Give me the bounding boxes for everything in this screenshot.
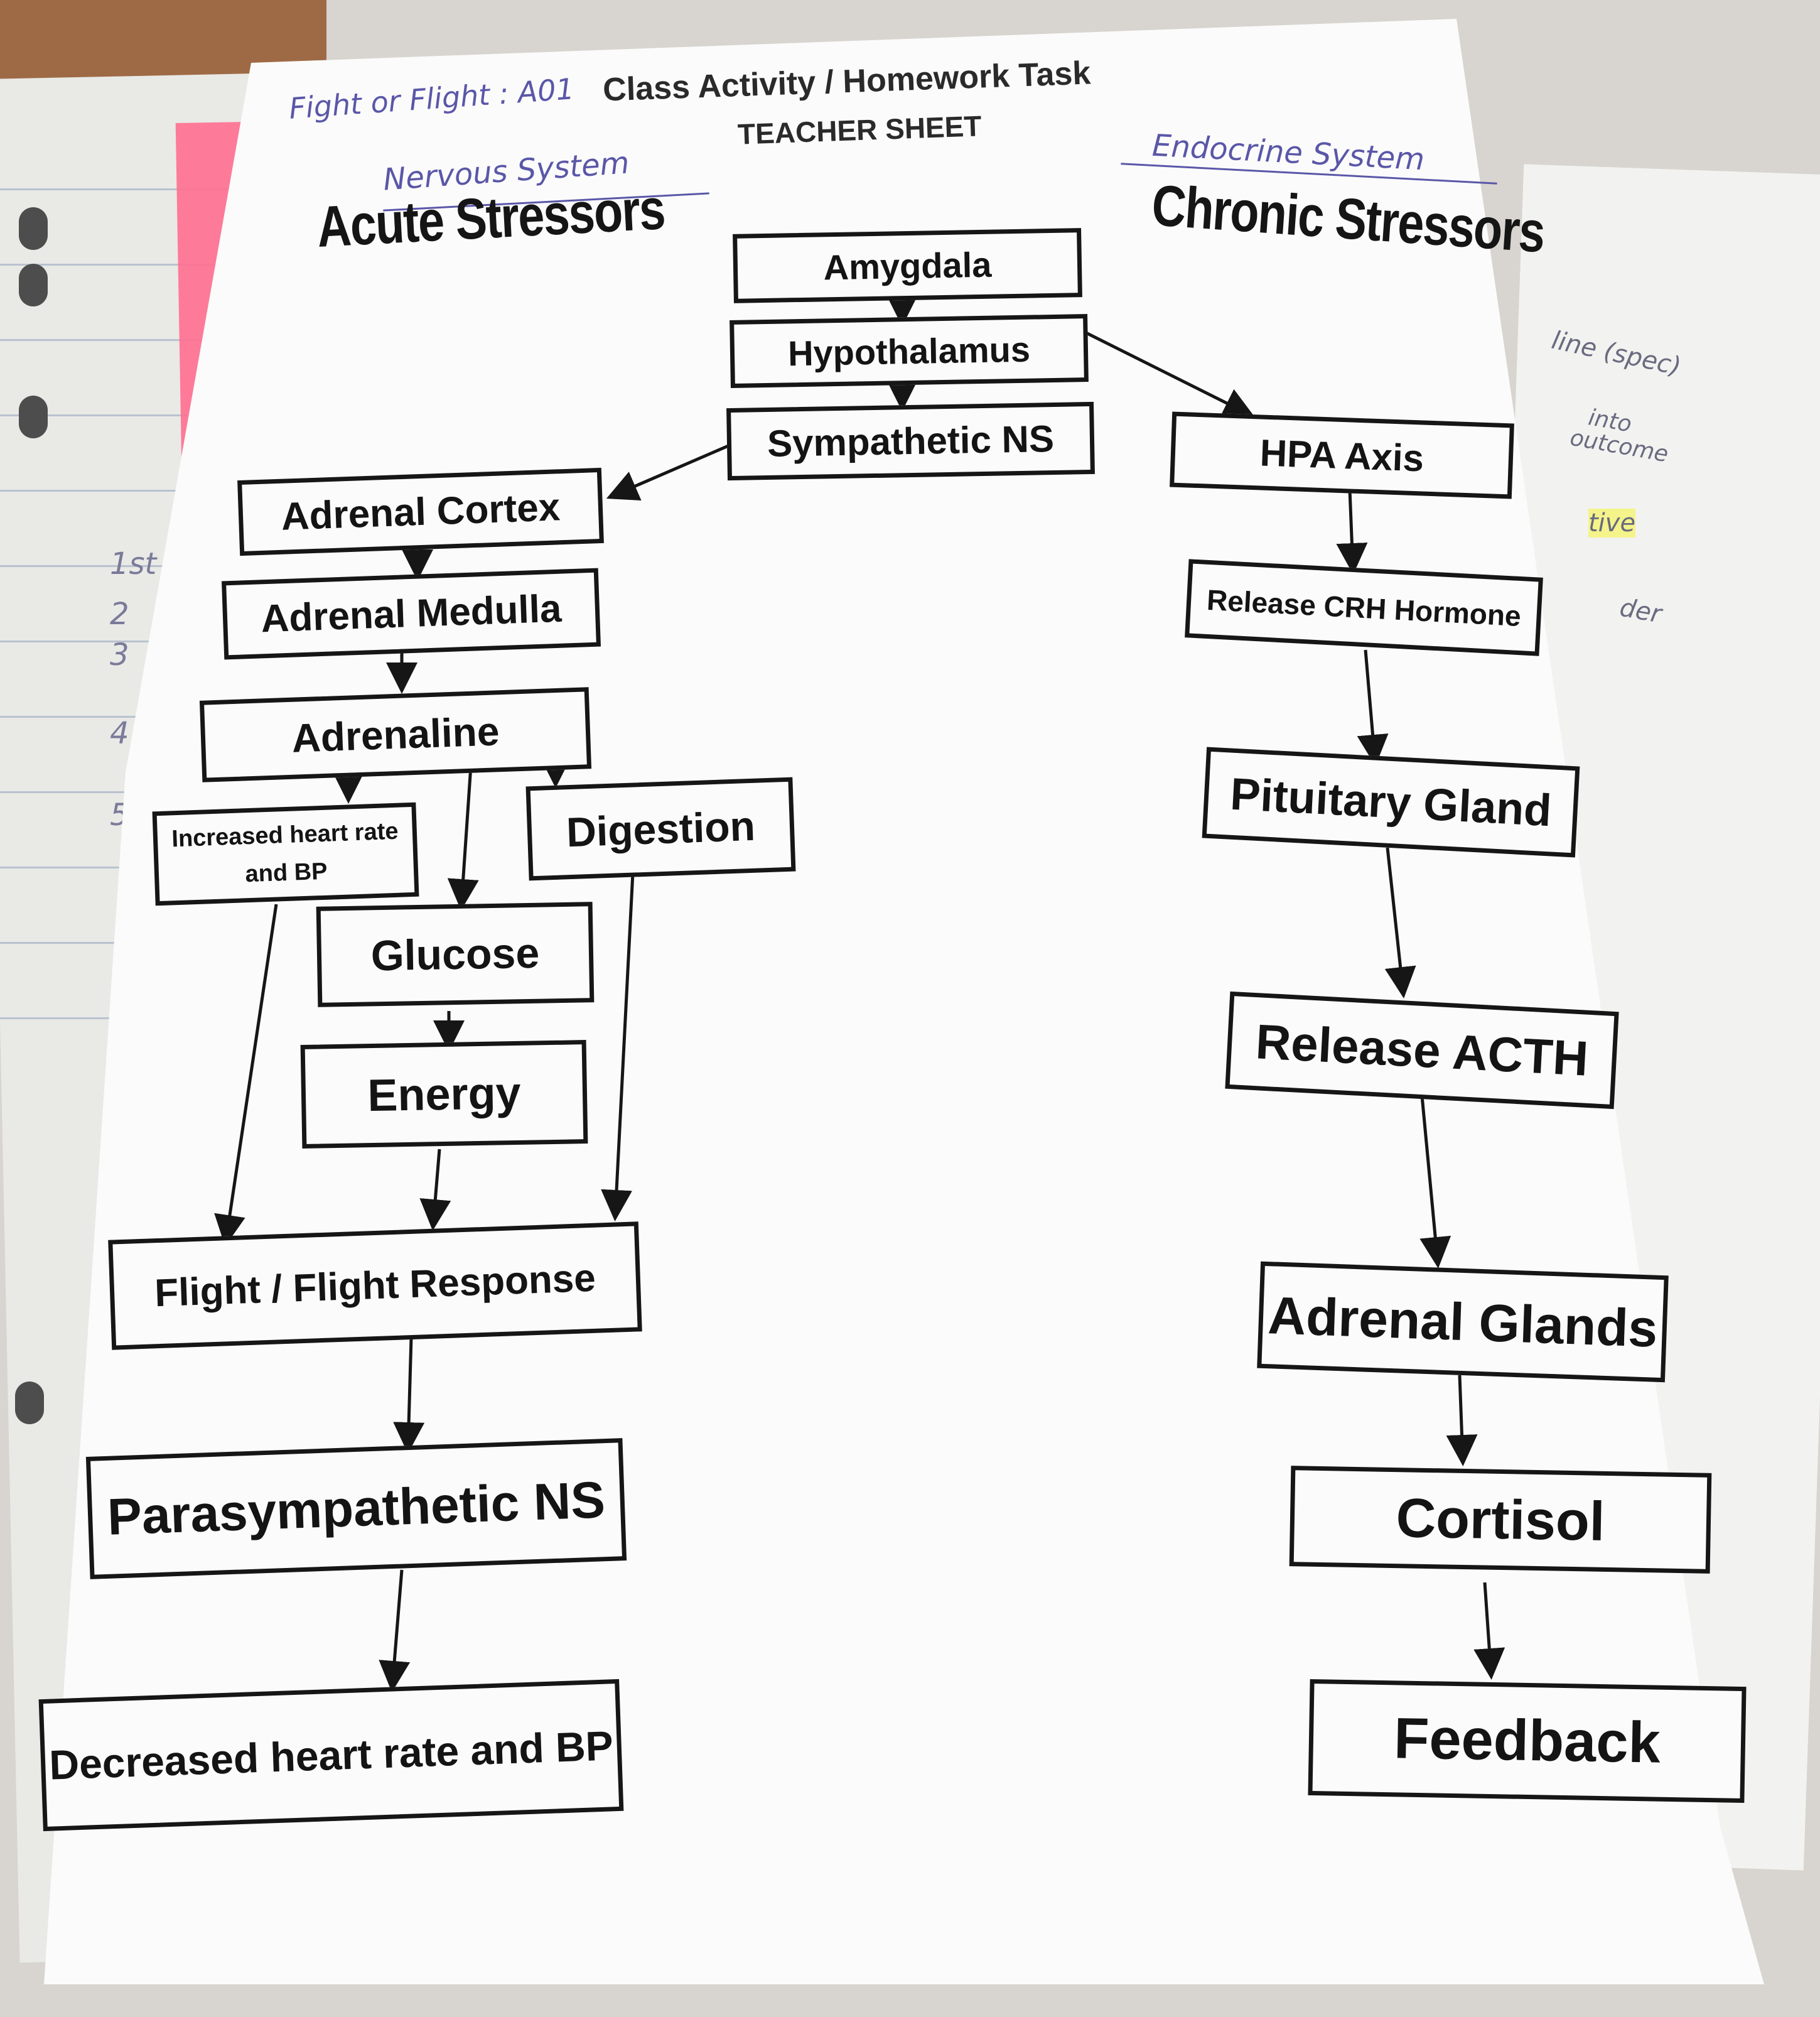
box-adrenal-cortex: Adrenal Cortex bbox=[237, 467, 604, 556]
margin-note: 1st bbox=[110, 546, 157, 581]
ruled-line bbox=[0, 414, 352, 416]
box-release-acth: Release ACTH bbox=[1225, 991, 1619, 1110]
box-glucose: Glucose bbox=[316, 902, 595, 1007]
box-digestion: Digestion bbox=[525, 777, 796, 881]
box-sympathetic-ns: Sympathetic NS bbox=[726, 401, 1095, 481]
punch-hole bbox=[19, 264, 48, 306]
box-pituitary-gland: Pituitary Gland bbox=[1202, 747, 1580, 858]
box-hypothalamus: Hypothalamus bbox=[730, 314, 1089, 388]
box-parasympathetic-ns: Parasympathetic NS bbox=[85, 1438, 627, 1579]
punch-hole bbox=[15, 1382, 44, 1424]
box-flight-response: Flight / Flight Response bbox=[108, 1221, 642, 1350]
box-feedback: Feedback bbox=[1308, 1679, 1747, 1803]
box-adrenaline: Adrenaline bbox=[199, 687, 592, 782]
margin-note: 4 bbox=[110, 716, 129, 751]
box-increased-heart-rate: Increased heart rate and BP bbox=[152, 802, 419, 906]
box-hpa-axis: HPA Axis bbox=[1170, 411, 1514, 499]
box-adrenal-medulla: Adrenal Medulla bbox=[222, 568, 601, 660]
ruled-line bbox=[0, 339, 352, 341]
punch-hole bbox=[19, 207, 48, 250]
box-energy: Energy bbox=[300, 1040, 588, 1149]
margin-note: 2 bbox=[110, 597, 129, 632]
box-amygdala: Amygdala bbox=[733, 228, 1082, 303]
ruled-line bbox=[0, 264, 352, 266]
margin-note: tive bbox=[1588, 509, 1636, 538]
box-decreased-heart-rate: Decreased heart rate and BP bbox=[38, 1679, 624, 1832]
box-adrenal-glands: Adrenal Glands bbox=[1257, 1261, 1669, 1383]
punch-hole bbox=[19, 396, 48, 438]
box-cortisol: Cortisol bbox=[1289, 1466, 1712, 1574]
ruled-line bbox=[0, 188, 352, 190]
margin-note: 3 bbox=[110, 637, 129, 673]
